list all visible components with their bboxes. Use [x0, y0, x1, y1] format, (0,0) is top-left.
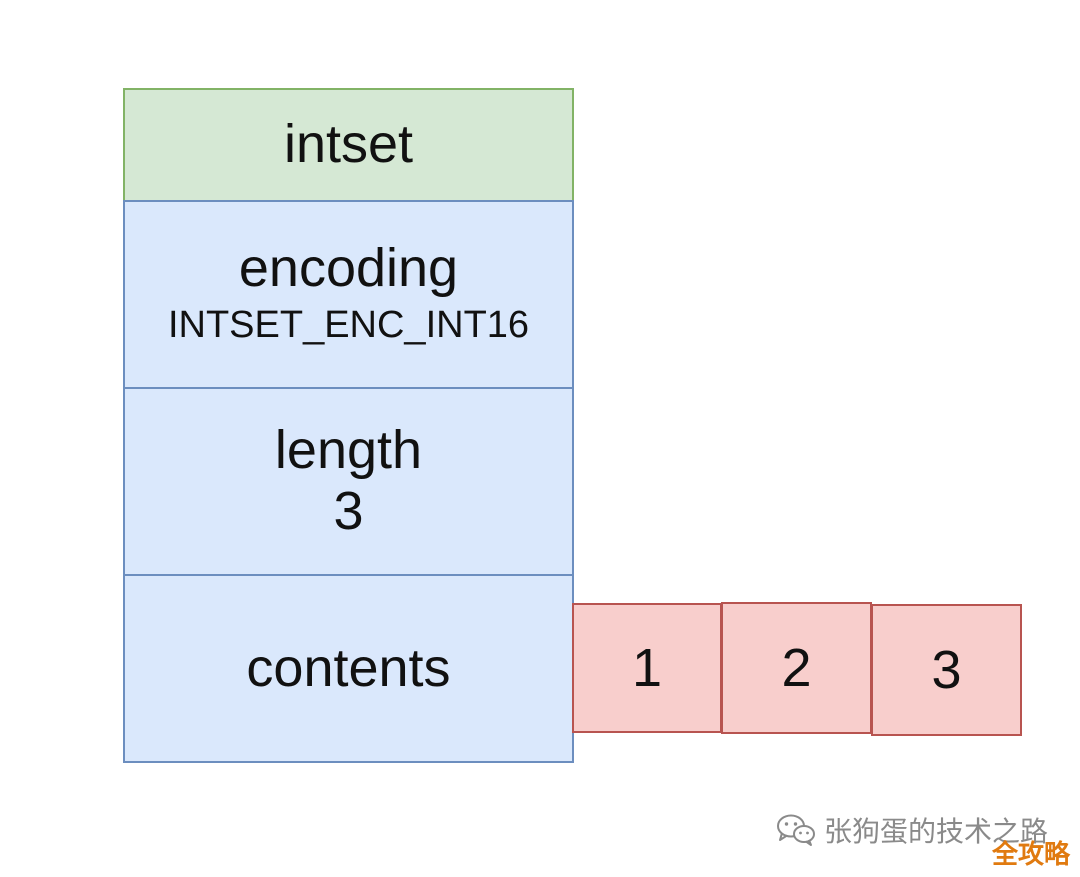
encoding-field-cell: encoding INTSET_ENC_INT16 [123, 200, 574, 389]
contents-element-2: 2 [721, 602, 872, 734]
contents-element-value: 2 [781, 638, 812, 698]
length-value: 3 [333, 481, 364, 542]
contents-element-value: 3 [931, 640, 962, 700]
corner-logo-text: 全攻略 [991, 839, 1070, 869]
intset-header-label: intset [283, 114, 414, 175]
contents-element-1: 1 [572, 603, 722, 733]
contents-element-3: 3 [871, 604, 1022, 736]
encoding-label: encoding [238, 238, 459, 299]
length-field-cell: length 3 [123, 387, 574, 576]
contents-label: contents [246, 637, 451, 698]
wechat-icon [776, 813, 816, 847]
encoding-value: INTSET_ENC_INT16 [167, 304, 530, 347]
watermark-text: 张狗蛋的技术之路 [823, 816, 1048, 847]
watermark: 张狗蛋的技术之路 [776, 810, 1048, 850]
intset-header-cell: intset [123, 88, 574, 202]
contents-element-value: 1 [631, 638, 663, 698]
contents-field-cell: contents [123, 574, 574, 763]
corner-logo: 全攻略 [992, 834, 1070, 871]
length-label: length [274, 419, 423, 480]
